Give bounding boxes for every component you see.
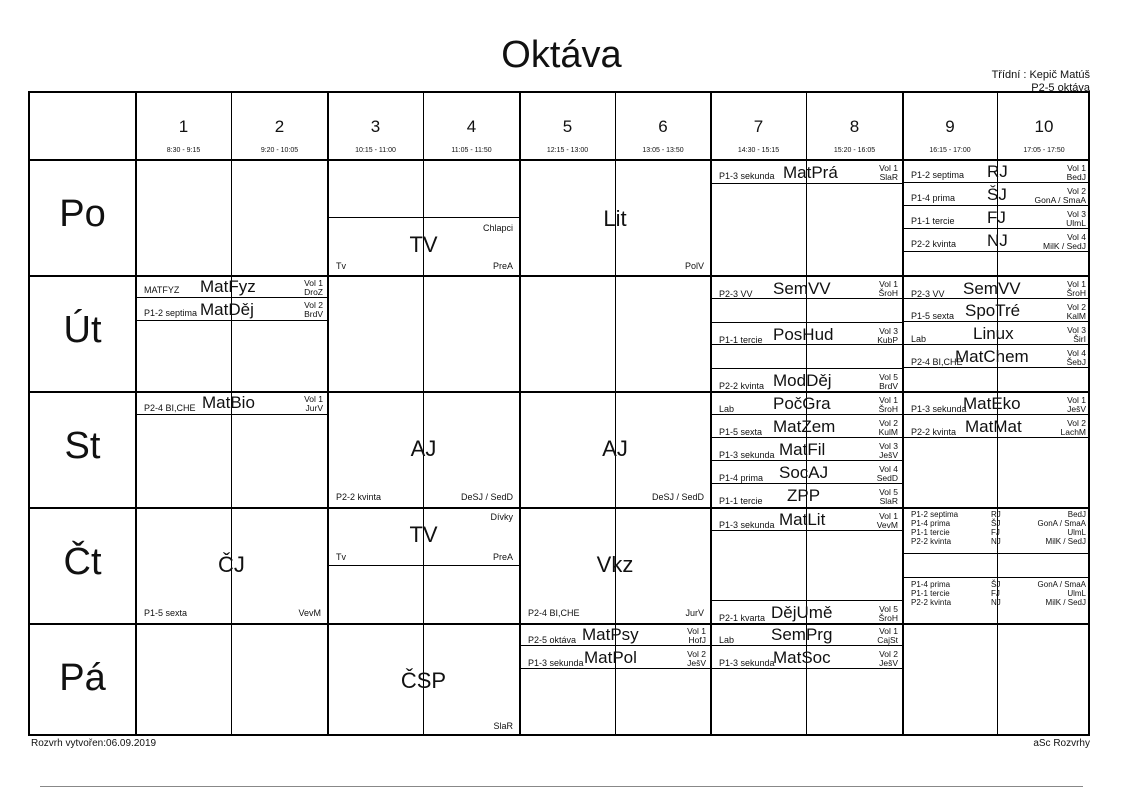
day-label-pa: Pá bbox=[59, 657, 106, 699]
day-label-st: St bbox=[64, 425, 101, 467]
day-label-ut: Út bbox=[63, 309, 102, 351]
lesson-ct-cj: ČJ P1-5 sexta VevM bbox=[144, 552, 321, 618]
created-date: Rozvrh vytvořen:06.09.2019 bbox=[31, 738, 157, 749]
lesson-ct-vkz: Vkz P2-4 BI,CHE JurV bbox=[528, 552, 704, 618]
class-teacher: Třídní : Kepič Matúš bbox=[991, 69, 1090, 81]
brand-label: aSc Rozvrhy bbox=[1033, 738, 1090, 749]
lesson-st-aj-1: AJ P2-2 kvinta DeSJ / SedD bbox=[336, 436, 513, 502]
lesson-pa-csp: ČSP SlaR bbox=[400, 668, 513, 731]
lesson-po-lit: Lit PolV bbox=[603, 206, 704, 271]
day-label-ct: Čt bbox=[63, 541, 102, 583]
lesson-ct-tv: Dívky TV Tv PreA bbox=[328, 508, 519, 566]
lesson-st-aj-2: AJ DeSJ / SedD bbox=[602, 436, 704, 502]
lesson-po-tv: Chlapci TV Tv PreA bbox=[328, 217, 519, 275]
page-bottom-rule bbox=[40, 786, 1083, 787]
day-label-po: Po bbox=[59, 193, 106, 235]
page-title: Oktáva bbox=[501, 34, 622, 76]
